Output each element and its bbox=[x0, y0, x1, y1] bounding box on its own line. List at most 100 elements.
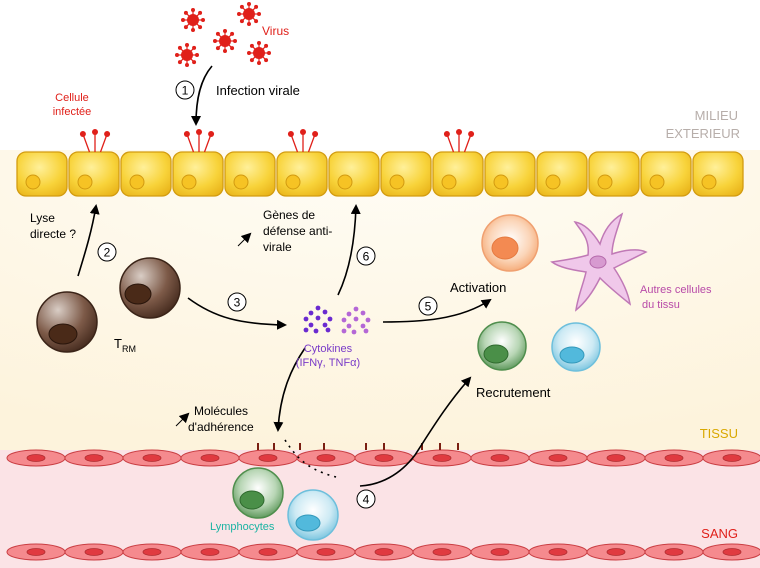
blue-cell-tissue bbox=[551, 322, 601, 372]
endothelial-cell bbox=[354, 449, 414, 467]
endothelial-cell bbox=[528, 543, 588, 561]
exterior-background bbox=[0, 0, 760, 150]
epithelial-cell bbox=[640, 151, 692, 197]
endothelial-cell bbox=[412, 543, 472, 561]
dendritic-tissue-cell bbox=[550, 212, 648, 312]
virus-particles bbox=[175, 2, 271, 67]
activation-arrow bbox=[382, 298, 492, 323]
step-number: 1 bbox=[182, 84, 189, 98]
lysis-label-line1: Lyse bbox=[30, 211, 55, 225]
epithelial-cell bbox=[172, 151, 224, 197]
endothelial-cell bbox=[238, 543, 298, 561]
endothelial-cell bbox=[586, 543, 646, 561]
endothelial-cell bbox=[6, 449, 66, 467]
epithelial-cell bbox=[380, 151, 432, 197]
lymphocytes-label: Lymphocytes bbox=[210, 521, 275, 533]
viral-receptors bbox=[79, 129, 475, 153]
cytokine-clusters bbox=[303, 305, 371, 335]
lysis-arrow bbox=[77, 204, 100, 277]
endothelial-cell bbox=[64, 449, 124, 467]
cytokine-cluster-tnfa bbox=[341, 306, 371, 335]
epithelial-cell bbox=[588, 151, 640, 197]
step-number: 2 bbox=[104, 246, 111, 260]
green-cell-tissue bbox=[477, 321, 527, 371]
step-number: 3 bbox=[234, 296, 241, 310]
epithelial-cell bbox=[224, 151, 276, 197]
blood-vessel-layers bbox=[6, 449, 760, 561]
trm-label: TRM bbox=[114, 336, 136, 354]
genes-label-line2: défense anti- bbox=[263, 224, 332, 238]
endothelial-cell bbox=[296, 449, 356, 467]
epithelial-cell bbox=[692, 151, 744, 197]
other-cells-label-line1: Autres cellules bbox=[640, 284, 712, 296]
endothelial-cell bbox=[702, 543, 760, 561]
blue-lymphocyte bbox=[287, 489, 339, 541]
endothelial-cell bbox=[470, 449, 530, 467]
lysis-label-line2: directe ? bbox=[30, 227, 76, 241]
adhesion-label-line2: d'adhérence bbox=[188, 420, 254, 434]
cytokines-label-line2: (IFNγ, TNFα) bbox=[296, 357, 360, 369]
receptor-cluster bbox=[183, 129, 215, 153]
milieu-label-line2: EXTERIEUR bbox=[666, 126, 740, 141]
step-5-marker: 5 bbox=[418, 296, 438, 316]
endothelial-cell bbox=[528, 449, 588, 467]
step-4-marker: 4 bbox=[356, 489, 376, 509]
adhesion-label-line1: Molécules bbox=[194, 404, 248, 418]
epithelial-cell bbox=[432, 151, 484, 197]
endothelial-cell bbox=[180, 449, 240, 467]
endothelial-cell bbox=[644, 449, 704, 467]
epithelial-cell bbox=[120, 151, 172, 197]
receptor-cluster bbox=[287, 129, 319, 153]
endothelial-cell bbox=[644, 543, 704, 561]
activation-label: Activation bbox=[450, 280, 506, 295]
step-1-marker: 1 bbox=[175, 80, 195, 100]
endothelial-cell bbox=[470, 543, 530, 561]
epithelial-cell bbox=[276, 151, 328, 197]
other-cells-label-line2: du tissu bbox=[642, 299, 680, 311]
endothelial-cell bbox=[586, 449, 646, 467]
step-6-marker: 6 bbox=[356, 246, 376, 266]
step-number: 5 bbox=[425, 300, 432, 314]
virus-particle bbox=[213, 29, 237, 53]
step-2-marker: 2 bbox=[97, 242, 117, 262]
blood-label: SANG bbox=[701, 526, 738, 541]
endothelial-cell bbox=[122, 449, 182, 467]
step-number: 4 bbox=[363, 493, 370, 507]
infection-arrow bbox=[191, 65, 213, 126]
green-lymphocyte bbox=[232, 467, 284, 519]
recruitment-arrow bbox=[359, 376, 472, 487]
infection-label: Infection virale bbox=[216, 83, 300, 98]
cytokine-cluster-ifng bbox=[303, 305, 333, 334]
endothelial-cell bbox=[354, 543, 414, 561]
receptor-cluster bbox=[79, 129, 111, 153]
antiviral-arrow bbox=[337, 204, 361, 296]
milieu-label-line1: MILIEU bbox=[695, 108, 738, 123]
virus-label: Virus bbox=[262, 24, 289, 38]
infected-cell-label-line1: Cellule bbox=[55, 92, 89, 104]
recruitment-label: Recrutement bbox=[476, 385, 551, 400]
adhesion-upregulation-arrow bbox=[175, 412, 190, 427]
endothelial-cell bbox=[296, 543, 356, 561]
step-markers: 1 2 3 4 5 6 bbox=[97, 80, 438, 509]
virus-particle bbox=[247, 41, 271, 65]
epithelial-cell bbox=[536, 151, 588, 197]
endothelial-cell bbox=[64, 543, 124, 561]
epithelial-cell bbox=[484, 151, 536, 197]
infected-cell-label-line2: infectée bbox=[53, 106, 92, 118]
virus-particle bbox=[175, 43, 199, 67]
genes-label-line3: virale bbox=[263, 240, 292, 254]
endothelial-cell bbox=[412, 449, 472, 467]
step-number: 6 bbox=[363, 250, 370, 264]
tissue-label: TISSU bbox=[700, 426, 738, 441]
genes-upregulation-arrow bbox=[237, 232, 252, 247]
orange-cell bbox=[481, 214, 539, 272]
virus-particle bbox=[181, 8, 205, 32]
endothelial-cell bbox=[6, 543, 66, 561]
epithelial-cell bbox=[328, 151, 380, 197]
epithelial-layer bbox=[16, 151, 744, 197]
genes-label-line1: Gènes de bbox=[263, 208, 315, 222]
extravasation-dotted-path bbox=[284, 439, 341, 479]
endothelial-cell bbox=[180, 543, 240, 561]
virus-particle bbox=[237, 2, 261, 26]
